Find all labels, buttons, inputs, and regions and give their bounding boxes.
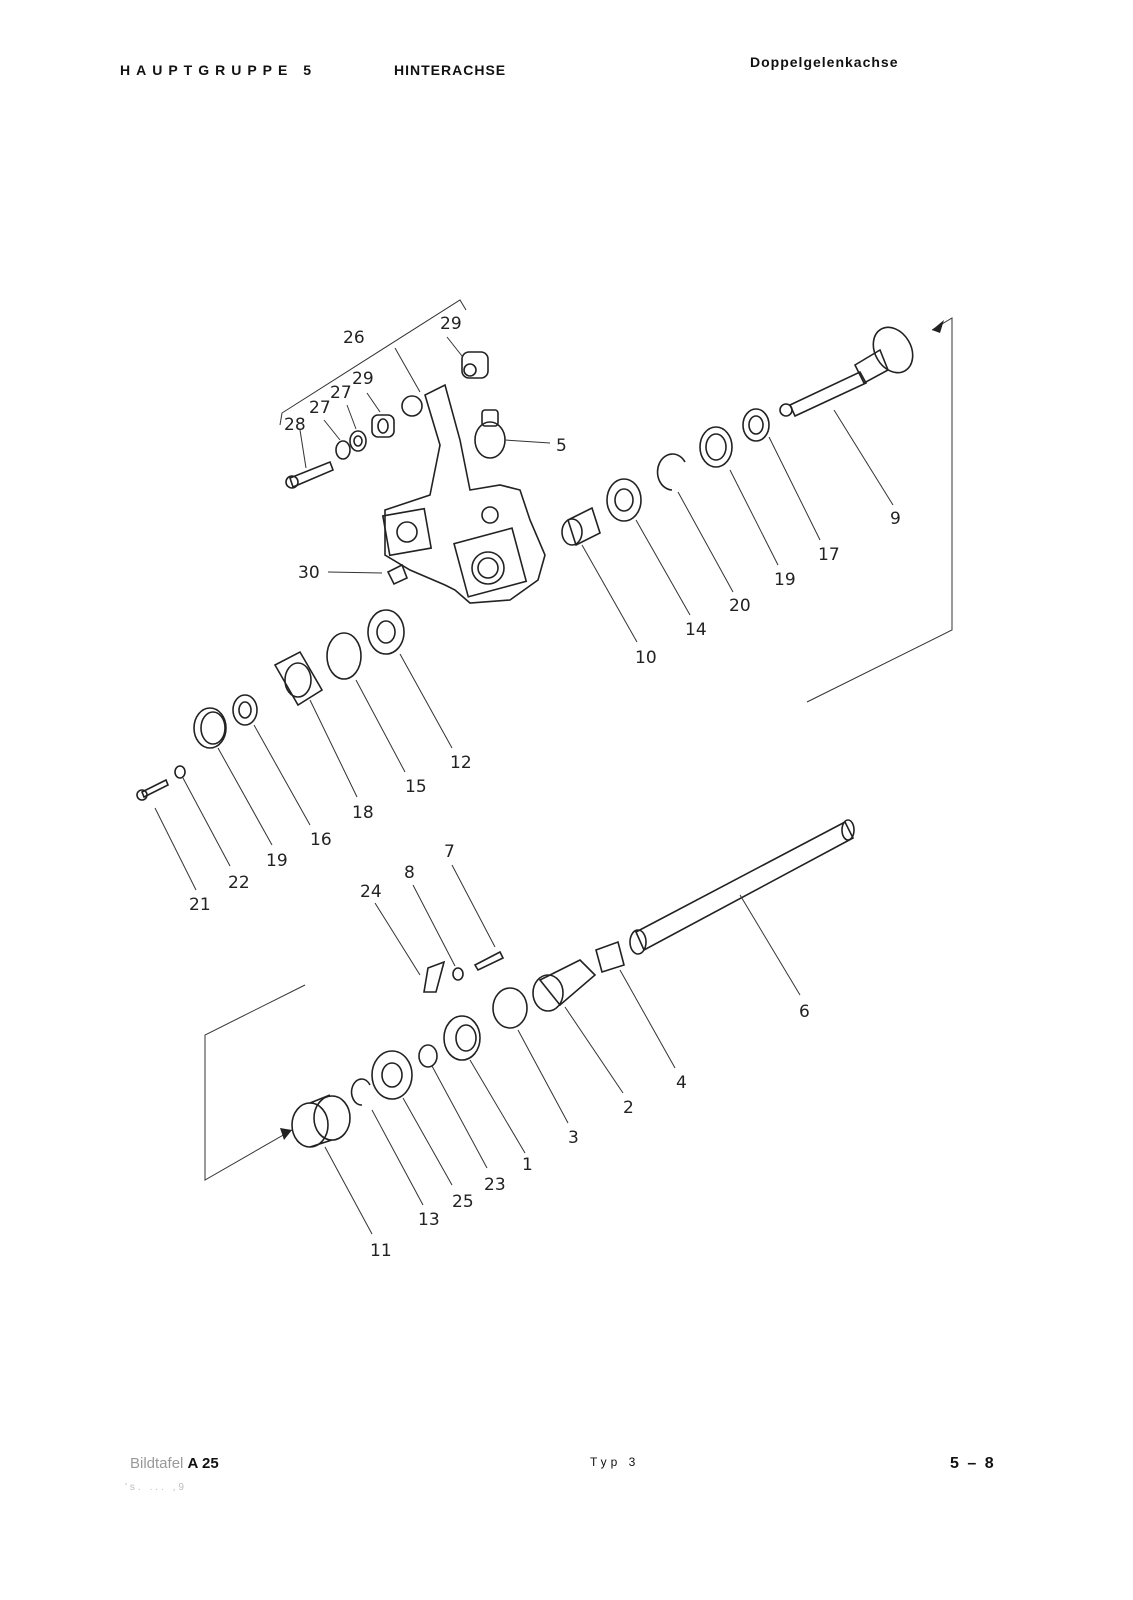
part-29-bush-a (371, 414, 395, 438)
part-13-circlip (350, 1078, 371, 1106)
part-8-washer (452, 967, 464, 981)
part-24-lock-plate (423, 960, 446, 993)
callout-11: 11 (370, 1241, 392, 1261)
main-group-title: HAUPTGRUPPE 5 (120, 62, 318, 78)
part-20-circlip (656, 453, 686, 491)
callout-3: 3 (568, 1128, 579, 1148)
part-5-fitting (474, 409, 506, 459)
callout-22: 22 (228, 873, 250, 893)
callout-4: 4 (676, 1073, 687, 1093)
callout-14: 14 (685, 620, 707, 640)
part-7-bolt (473, 950, 505, 972)
callout-2: 2 (623, 1098, 634, 1118)
part-1-joint-cover (443, 1015, 481, 1061)
part-30-nipple (386, 563, 409, 586)
part-27-washer-a (335, 440, 351, 460)
callout-labels: 1 2 3 4 5 6 7 8 9 10 11 12 13 14 15 16 1… (189, 314, 901, 1261)
plate-number: A 25 (187, 1455, 219, 1472)
callout-25: 25 (452, 1192, 474, 1212)
page-number: 5 – 8 (950, 1455, 996, 1472)
part-18-flange (273, 650, 324, 707)
part-22-washer (174, 765, 186, 779)
callout-9: 9 (890, 509, 901, 529)
part-2-boot (532, 959, 597, 1012)
part-16-seal (232, 694, 258, 726)
callout-26: 26 (343, 328, 365, 348)
callout-12: 12 (450, 753, 472, 773)
type-label: Typ 3 (590, 1455, 640, 1469)
callout-23: 23 (484, 1175, 506, 1195)
part-15-o-ring (326, 632, 362, 680)
trailing-arm-housing (381, 383, 546, 604)
callout-10: 10 (635, 648, 657, 668)
flow-arrow-upper (806, 317, 953, 703)
callout-16: 16 (310, 830, 332, 850)
callout-27-b: 27 (309, 398, 331, 418)
callout-20: 20 (729, 596, 751, 616)
callout-27-a: 27 (330, 383, 352, 403)
callout-5: 5 (556, 436, 567, 456)
leader-lines (154, 336, 894, 1235)
part-29-bush-b (461, 351, 489, 379)
callout-8: 8 (404, 863, 415, 883)
plate-reference: Bildtafel A 25 (130, 1455, 219, 1472)
callout-30: 30 (298, 563, 320, 583)
part-23-washer (418, 1044, 438, 1068)
callout-19-upper: 19 (774, 570, 796, 590)
faint-note: 's. ... ,9 (125, 1482, 187, 1493)
callout-17: 17 (818, 545, 840, 565)
callout-13: 13 (418, 1210, 440, 1230)
part-12-bearing (367, 609, 405, 655)
part-21-screw (136, 778, 170, 801)
part-10-sleeve (561, 506, 601, 547)
part-25-cv-joint (371, 1050, 413, 1100)
part-27-washer-b (349, 430, 367, 452)
plate-label: Bildtafel (130, 1455, 184, 1472)
part-28-bolt (285, 460, 335, 489)
callout-6: 6 (799, 1002, 810, 1022)
callout-29-b: 29 (352, 369, 374, 389)
part-4-clamp (595, 940, 625, 974)
variant-title: Doppelgelenkachse (750, 54, 899, 70)
part-17-seal (742, 408, 770, 442)
callout-18: 18 (352, 803, 374, 823)
callout-28: 28 (284, 415, 306, 435)
part-3-clamp-band (492, 987, 528, 1029)
callout-7: 7 (444, 842, 455, 862)
part-9-stub-shaft (779, 326, 914, 418)
bracket-26 (279, 299, 467, 426)
part-14-bearing (606, 478, 642, 522)
callout-24: 24 (360, 882, 382, 902)
part-19-ring-upper (699, 426, 733, 468)
callout-19-lower: 19 (266, 851, 288, 871)
part-19-ring-lower (193, 707, 227, 749)
section-title: HINTERACHSE (394, 62, 507, 78)
callout-21: 21 (189, 895, 211, 915)
part-11-cap (291, 1094, 351, 1148)
part-6-drive-shaft (629, 819, 855, 955)
callout-29-a: 29 (440, 314, 462, 334)
callout-15: 15 (405, 777, 427, 797)
flow-arrow-lower (204, 984, 306, 1181)
callout-1: 1 (522, 1155, 533, 1175)
